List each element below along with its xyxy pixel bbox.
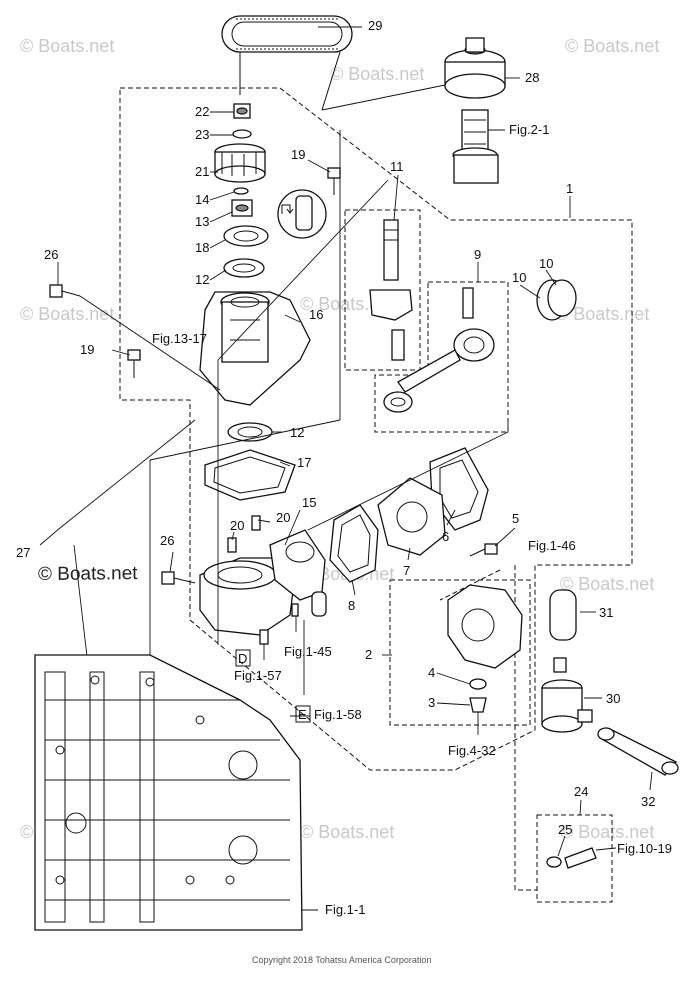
part-number: 32 [641, 794, 655, 809]
covers [329, 447, 489, 583]
watermark-text: © Boats.net [330, 64, 424, 84]
piston-assembly [383, 279, 577, 413]
part-number: 19 [80, 342, 94, 357]
leader-lines [39, 26, 653, 911]
part-number: 4 [428, 665, 435, 680]
gear-stack [214, 103, 269, 278]
watermark-text: © Boats.net [560, 574, 654, 594]
part-number: 24 [574, 784, 588, 799]
part-number: 29 [368, 18, 382, 33]
part-number: 27 [16, 545, 30, 560]
part-number: 30 [606, 691, 620, 706]
part-number: 31 [599, 605, 613, 620]
part-number: 10 [539, 256, 553, 271]
fig-ref-4-32: Fig.4-32 [448, 743, 496, 758]
part-number: 8 [348, 598, 355, 613]
fitting [546, 847, 597, 869]
watermark-text: © Boats.net [560, 822, 654, 842]
part-number: 13 [195, 214, 209, 229]
part-number: 22 [195, 104, 209, 119]
watermark-text: © Boats.net [20, 36, 114, 56]
watermark-main: © Boats.net [38, 563, 138, 585]
crank-housing [199, 515, 327, 695]
fig-ref-1-57: Fig.1-57 [234, 668, 282, 683]
part-number: 17 [297, 455, 311, 470]
fig-ref-1-45: Fig.1-45 [284, 644, 332, 659]
watermark-text: © Boats.net [20, 304, 114, 324]
fig-ref-1-46: Fig.1-46 [528, 538, 576, 553]
part-number: 7 [403, 563, 410, 578]
part-number: 14 [195, 192, 209, 207]
part-number: 26 [160, 533, 174, 548]
timing-belt [221, 15, 461, 111]
pump-body [447, 584, 523, 735]
part-number: 26 [44, 247, 58, 262]
drive-housing [199, 291, 311, 406]
fig-ref-1-58: Fig.1-58 [314, 707, 362, 722]
part-number: 1 [566, 181, 573, 196]
crankshaft [369, 219, 413, 361]
arrow-turn-icon [281, 204, 294, 214]
part-number: 28 [525, 70, 539, 85]
part-number: 23 [195, 127, 209, 142]
part-number-labels: 29 28 22 23 21 14 13 18 12 19 11 1 9 10 … [16, 18, 655, 837]
filter-assembly [541, 589, 679, 776]
boxed-labels: D E [235, 649, 311, 723]
part-number: 20 [276, 510, 290, 525]
fig-ref-1-1: Fig.1-1 [325, 902, 365, 917]
part-number: 16 [309, 307, 323, 322]
detail-bubble [277, 189, 327, 239]
part-number: 10 [512, 270, 526, 285]
fig-ref-10-19: Fig.10-19 [617, 841, 672, 856]
bolts [49, 167, 498, 585]
part-number: 20 [230, 518, 244, 533]
label-box-e: E [298, 707, 307, 722]
part-number: 12 [195, 272, 209, 287]
part-number: 5 [512, 511, 519, 526]
fig-ref-13-17: Fig.13-17 [152, 331, 207, 346]
part-number: 6 [442, 529, 449, 544]
part-number: 18 [195, 240, 209, 255]
part-number: 15 [302, 495, 316, 510]
fig-ref-2-1: Fig.2-1 [509, 122, 549, 137]
part-number: 19 [291, 147, 305, 162]
watermark-text: © Boats.net [555, 304, 649, 324]
part-number: 25 [558, 822, 572, 837]
bearing-and-gasket [204, 422, 296, 501]
watermark-text: © Boats.net [300, 822, 394, 842]
part-number: 9 [474, 247, 481, 262]
label-box-d: D [238, 651, 247, 666]
figure-references: Fig.2-1 Fig.13-17 Fig.1-46 Fig.1-45 Fig.… [152, 122, 672, 917]
part-number: 11 [390, 159, 404, 174]
engine-block-inset [34, 654, 303, 931]
part-number: 12 [290, 425, 304, 440]
pulley-assembly [444, 37, 506, 184]
copyright-text: Copyright 2018 Tohatsu America Corporati… [252, 955, 431, 965]
part-number: 3 [428, 695, 435, 710]
part-number: 2 [365, 647, 372, 662]
watermark-text: © Boats.net [565, 36, 659, 56]
part-number: 21 [195, 164, 209, 179]
